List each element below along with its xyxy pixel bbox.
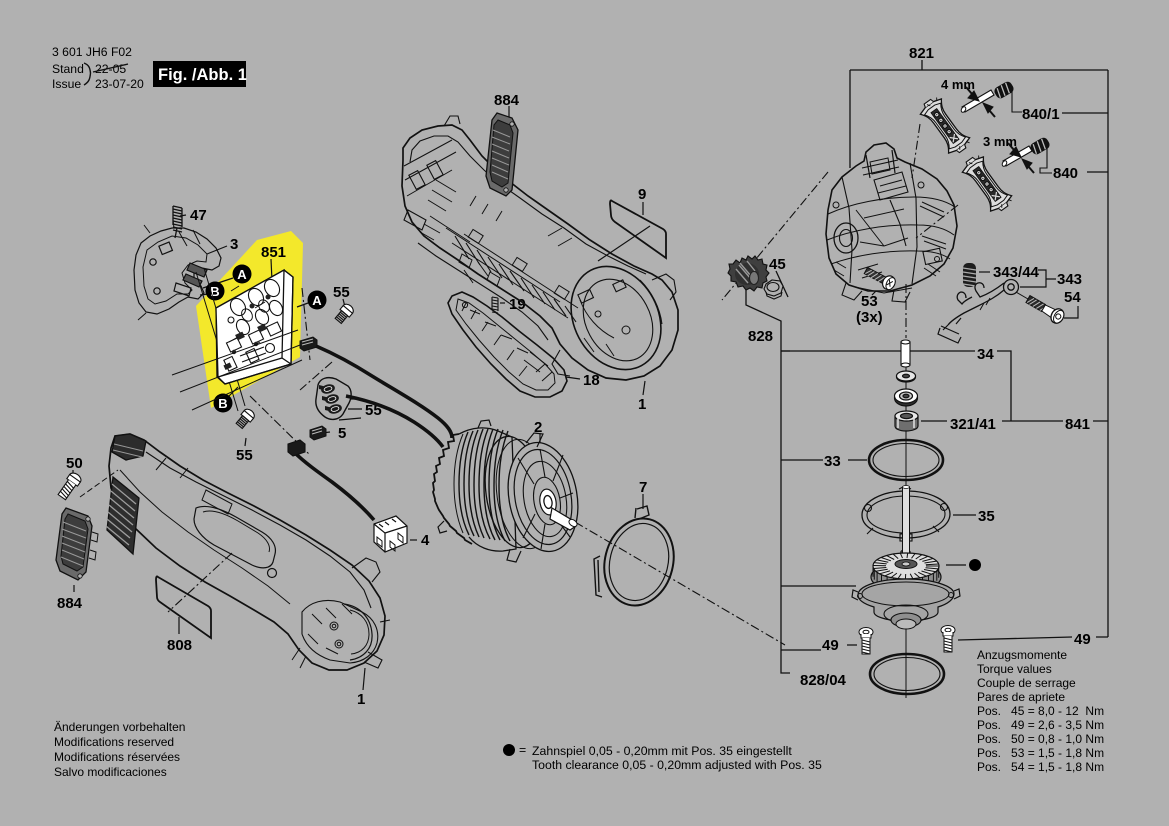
svg-text:321/41: 321/41 <box>950 416 996 433</box>
svg-text:Zahnspiel 0,05 - 0,20mm mit Po: Zahnspiel 0,05 - 0,20mm mit Pos. 35 eing… <box>532 744 792 758</box>
svg-text:22-05: 22-05 <box>95 62 126 76</box>
svg-text:A: A <box>312 293 322 308</box>
svg-text:=: = <box>519 743 526 757</box>
svg-text:34: 34 <box>977 346 994 363</box>
svg-text:808: 808 <box>167 637 192 654</box>
svg-text:19: 19 <box>509 296 526 313</box>
svg-text:840/1: 840/1 <box>1022 106 1060 123</box>
svg-text:3: 3 <box>230 236 238 253</box>
svg-text:3 mm: 3 mm <box>983 134 1017 149</box>
svg-text:343/44: 343/44 <box>993 264 1040 281</box>
svg-text:Tooth clearance 0,05 - 0,20mm: Tooth clearance 0,05 - 0,20mm adjusted w… <box>532 758 822 772</box>
svg-text:1: 1 <box>357 691 365 708</box>
svg-text:Pos. 50 = 0,8 - 1,0 Nm: Pos. 50 = 0,8 - 1,0 Nm <box>977 732 1104 746</box>
svg-text:Änderungen vorbehalten: Änderungen vorbehalten <box>54 720 185 734</box>
svg-text:821: 821 <box>909 45 934 62</box>
svg-text:Fig. /Abb. 1: Fig. /Abb. 1 <box>158 66 247 84</box>
svg-text:A: A <box>237 267 247 282</box>
svg-text:851: 851 <box>261 244 286 261</box>
svg-text:Issue: Issue <box>52 77 81 91</box>
svg-text:Couple de serrage: Couple de serrage <box>977 676 1076 690</box>
svg-text:49: 49 <box>1074 631 1091 648</box>
svg-text:7: 7 <box>639 479 647 496</box>
svg-text:Stand: Stand <box>52 62 84 76</box>
svg-text:Pos. 53 = 1,5 - 1,8 Nm: Pos. 53 = 1,5 - 1,8 Nm <box>977 746 1104 760</box>
svg-text:45: 45 <box>769 256 786 273</box>
svg-text:9: 9 <box>638 186 646 203</box>
svg-text:884: 884 <box>494 92 520 109</box>
svg-text:Pos. 49 = 2,6 - 3,5 Nm: Pos. 49 = 2,6 - 3,5 Nm <box>977 718 1104 732</box>
svg-text:884: 884 <box>57 595 83 612</box>
svg-text:Modifications réservées: Modifications réservées <box>54 750 180 764</box>
svg-text:35: 35 <box>978 508 995 525</box>
svg-text:47: 47 <box>190 207 207 224</box>
svg-text:50: 50 <box>66 455 83 472</box>
svg-text:343: 343 <box>1057 271 1082 288</box>
svg-text:33: 33 <box>824 453 841 470</box>
svg-text:Pares de apriete: Pares de apriete <box>977 690 1065 704</box>
svg-text:54: 54 <box>1064 289 1081 306</box>
svg-text:840: 840 <box>1053 165 1078 182</box>
svg-text:5: 5 <box>338 425 346 442</box>
svg-text:B: B <box>218 396 227 411</box>
svg-text:Anzugsmomente: Anzugsmomente <box>977 648 1067 662</box>
svg-text:Torque values: Torque values <box>977 662 1052 676</box>
svg-text:841: 841 <box>1065 416 1090 433</box>
svg-text:4: 4 <box>421 532 430 549</box>
svg-text:828/04: 828/04 <box>800 672 847 689</box>
svg-text:4 mm: 4 mm <box>941 77 975 92</box>
svg-text:1: 1 <box>638 396 646 413</box>
svg-text:Salvo modificaciones: Salvo modificaciones <box>54 765 167 779</box>
svg-text:53: 53 <box>861 293 878 310</box>
svg-text:(3x): (3x) <box>856 309 883 326</box>
svg-text:Modifications reserved: Modifications reserved <box>54 735 174 749</box>
svg-text:18: 18 <box>583 372 600 389</box>
svg-text:B: B <box>210 284 219 299</box>
svg-text:Pos. 54 = 1,5 - 1,8 Nm: Pos. 54 = 1,5 - 1,8 Nm <box>977 760 1104 774</box>
svg-text:3 601 JH6 F02: 3 601 JH6 F02 <box>52 45 132 59</box>
svg-text:23-07-20: 23-07-20 <box>95 77 144 91</box>
svg-text:Pos. 45 = 8,0 - 12 Nm: Pos. 45 = 8,0 - 12 Nm <box>977 704 1104 718</box>
svg-text:49: 49 <box>822 637 839 654</box>
svg-text:2: 2 <box>534 419 542 436</box>
svg-text:55: 55 <box>333 284 350 301</box>
svg-text:828: 828 <box>748 328 773 345</box>
svg-text:55: 55 <box>236 447 253 464</box>
